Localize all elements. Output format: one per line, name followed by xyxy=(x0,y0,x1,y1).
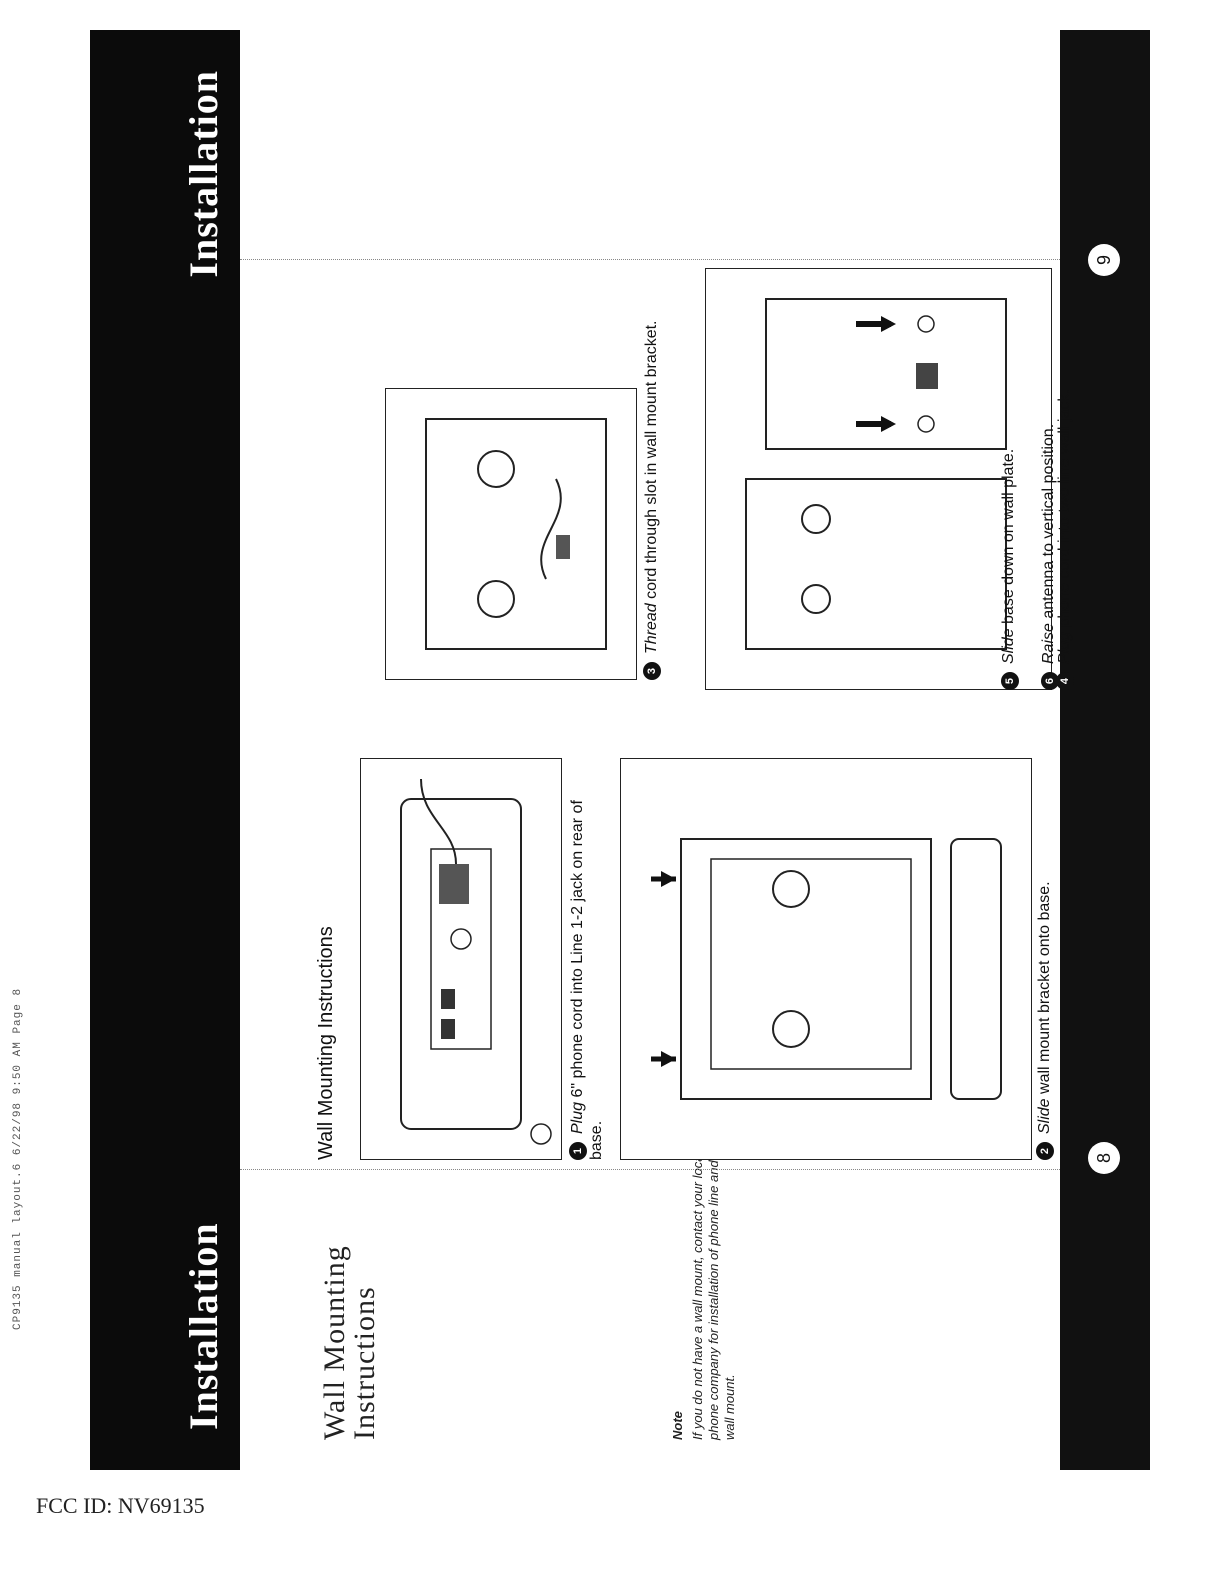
scan-header-text: CP9135 manual layout.6 6/22/98 9:50 AM P… xyxy=(12,987,24,1330)
step-2-text: wall mount bracket onto base. xyxy=(1036,881,1053,1099)
step-1-verb: Plug xyxy=(569,1101,586,1134)
step-5-text: base down on wall plate. xyxy=(1000,448,1017,629)
wall-jack-illustration xyxy=(745,298,1007,650)
step-5-number: 5 xyxy=(1001,672,1019,690)
step-5-caption: 5 Slide base down on wall plate. xyxy=(1000,449,1019,690)
figure-slide-bracket xyxy=(620,758,1032,1160)
step-2-number: 2 xyxy=(1036,1142,1054,1160)
step-6-text: antenna to vertical position. xyxy=(1040,423,1057,624)
right-page-title: Installation xyxy=(181,70,226,278)
note-box: Note If you do not have a wall mount, co… xyxy=(670,1140,738,1440)
fcc-id: FCC ID: NV69135 xyxy=(36,1493,205,1518)
figure-wall-jack xyxy=(705,268,1052,690)
step-6-number: 6 xyxy=(1041,672,1059,690)
step-1-number: 1 xyxy=(569,1142,587,1160)
bracket-illustration xyxy=(651,838,1002,1100)
side-title-line1: Wall Mounting xyxy=(318,1245,351,1440)
note-text: If you do not have a wall mount, contact… xyxy=(690,1151,737,1440)
step-6-caption: 6 Raise antenna to vertical position. xyxy=(1040,424,1059,690)
side-title-line2: Instructions xyxy=(348,1286,381,1440)
thread-cord-illustration xyxy=(425,418,607,650)
figure-rear-of-base xyxy=(360,758,562,1160)
step-6-verb: Raise xyxy=(1040,623,1057,664)
manual-spread: Installation Installation Wall Mounting … xyxy=(90,30,1150,1470)
step-3-caption: 3 Thread cord through slot in wall mount … xyxy=(642,260,661,680)
step-3-text: cord through slot in wall mount bracket. xyxy=(643,320,660,604)
side-title: Wall Mounting Instructions xyxy=(318,1245,381,1440)
rear-base-illustration xyxy=(400,778,552,1145)
step-3-number: 3 xyxy=(643,662,661,680)
note-label: Note xyxy=(670,1411,685,1440)
section-heading: Wall Mounting Instructions xyxy=(315,926,337,1160)
step-3-verb: Thread xyxy=(643,603,660,654)
left-page-number: 8 xyxy=(1088,1142,1120,1174)
step-2-caption: 2 Slide wall mount bracket onto base. xyxy=(1035,760,1054,1160)
figure-thread-cord xyxy=(385,388,637,680)
left-column-divider xyxy=(240,1169,1060,1170)
right-page-number: 9 xyxy=(1088,244,1120,276)
step-2-verb: Slide xyxy=(1036,1098,1053,1134)
step-1-caption: 1Plug 6" phone cord into Line 1-2 jack o… xyxy=(568,760,606,1160)
left-page-title: Installation xyxy=(181,1222,226,1430)
step-5-verb: Slide xyxy=(1000,628,1017,664)
